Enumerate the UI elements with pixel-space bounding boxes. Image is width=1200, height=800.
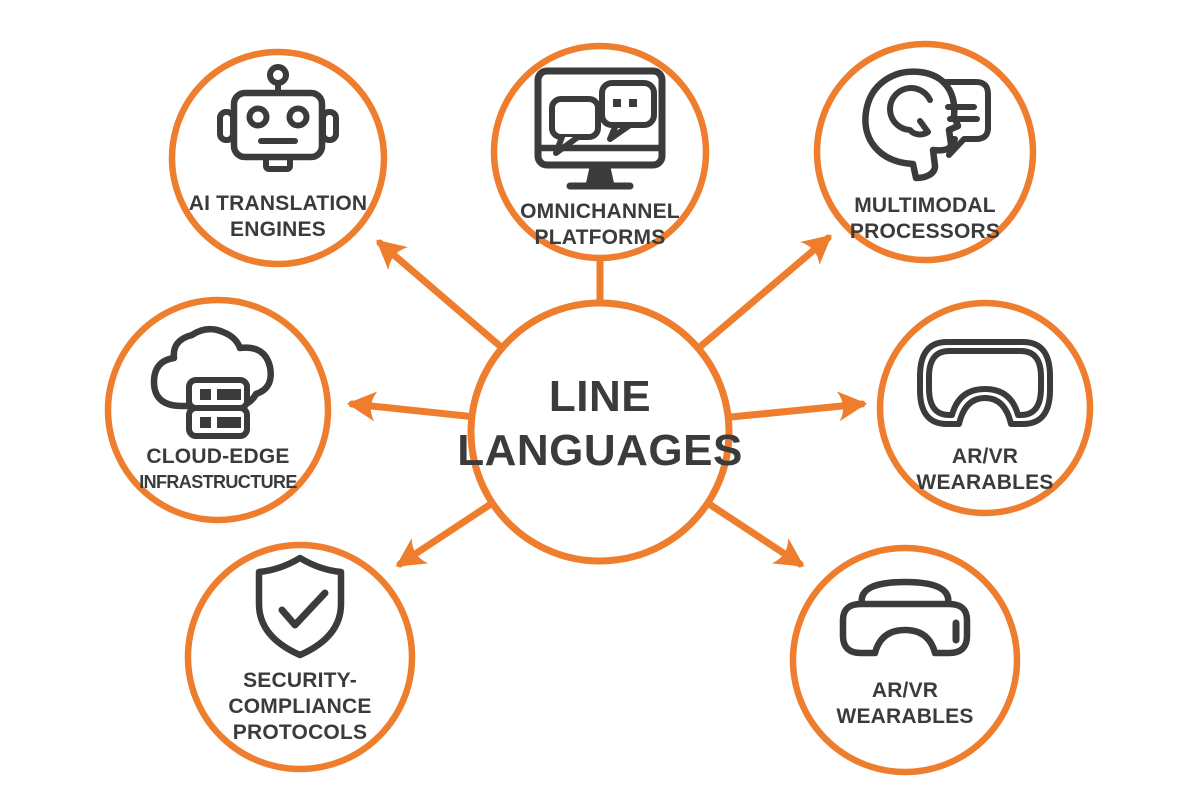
node-label-line2: PROCESSORS [850,220,1000,243]
node-arvr-goggles: AR/VR WEARABLES [876,299,1094,517]
node-ai-translation: AI TRANSLATION ENGINES [168,48,388,268]
head-speech-icon [862,68,991,182]
cloud-server-icon [150,325,274,439]
node-label-line1: AR/VR [952,445,1018,468]
node-label-line1: SECURITY- [243,669,357,692]
node-label-line2: COMPLIANCE [228,695,371,718]
robot-icon [217,64,339,172]
node-multimodal: MULTIMODAL PROCESSORS [813,40,1037,264]
central-node: LINE LANGUAGES [457,299,743,565]
node-label-line1: MULTIMODAL [854,194,996,217]
node-cloud-edge: CLOUD-EDGE INFRASTRUCTURE [104,296,332,524]
node-security: SECURITY- COMPLIANCE PROTOCOLS [184,541,416,773]
node-label-line2: WEARABLES [836,705,973,728]
node-label-line2: PLATFORMS [535,226,666,249]
node-label-line1: OMNICHANNEL [520,200,680,223]
node-label-line3: PROTOCOLS [233,721,367,744]
shield-check-icon [255,554,345,659]
vr-goggles-icon [917,339,1053,427]
node-label-line1: CLOUD-EDGE [146,445,289,468]
node-label-line2: ENGINES [230,218,326,241]
node-omnichannel: OMNICHANNEL PLATFORMS [490,42,710,262]
node-label-line2: WEARABLES [916,471,1053,494]
monitor-chat-icon [534,67,666,190]
node-label-line1: AR/VR [872,679,938,702]
node-label-line2: INFRASTRUCTURE [139,472,297,492]
vr-headset-icon [839,578,971,657]
node-arvr-headset: AR/VR WEARABLES [789,544,1021,776]
node-label-line1: AI TRANSLATION [189,192,368,215]
central-node-label-line1: LINE [549,372,651,421]
central-node-label-line2: LANGUAGES [457,426,743,475]
central-node-circle [467,299,733,565]
